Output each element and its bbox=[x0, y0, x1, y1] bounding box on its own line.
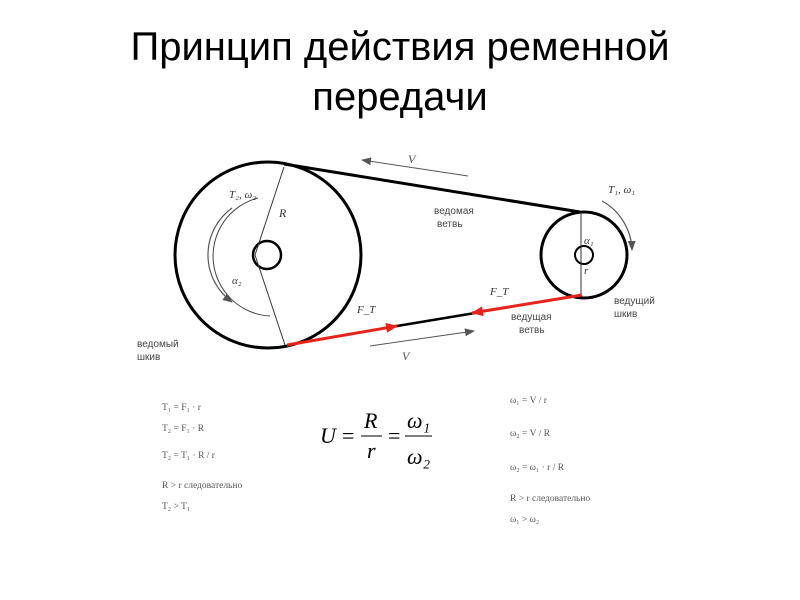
big-pulley-torque-arc bbox=[207, 207, 233, 303]
ratio-num-2: ω₁ bbox=[407, 408, 430, 433]
formula-right-3: ω₂ = ω₁ · r / R bbox=[510, 463, 565, 473]
title-line-2: передачи bbox=[312, 75, 488, 119]
velocity-bottom-label: V bbox=[402, 349, 411, 363]
ratio-lhs: U bbox=[320, 423, 338, 448]
big-pulley-caption-2: шкив bbox=[137, 352, 160, 363]
formulas-left: T₁ = F₁ · r T₂ = F₁ · R T₂ = T₁ · R / r … bbox=[162, 403, 242, 512]
force-right-label: F_T bbox=[489, 286, 509, 298]
gear-ratio-formula: U = R r = ω₁ ω₂ bbox=[320, 408, 432, 469]
big-pulley-angle-label: α₂ bbox=[232, 275, 242, 287]
slack-branch-label-2: ветвь bbox=[437, 219, 463, 230]
tight-branch-belt-left bbox=[286, 322, 398, 347]
velocity-arrow-bottom bbox=[369, 328, 475, 347]
ratio-num-1: R bbox=[363, 408, 378, 433]
small-pulley-caption-2: шкив bbox=[614, 309, 637, 320]
big-pulley-radius bbox=[254, 166, 285, 256]
small-pulley-caption-1: ведущий bbox=[614, 296, 655, 307]
small-pulley-torque-label: T₁, ω₁ bbox=[608, 184, 635, 196]
tight-branch-belt-right bbox=[471, 293, 583, 317]
ratio-den-1: r bbox=[367, 438, 376, 463]
title-line-1: Принцип действия ременной bbox=[130, 25, 670, 69]
formula-left-2: T₂ = F₁ · R bbox=[162, 424, 205, 434]
formulas-right: ω₁ = V / r ω₂ = V / R ω₂ = ω₁ · r / R R … bbox=[510, 396, 590, 525]
formula-left-4: R > r следовательно bbox=[162, 481, 242, 491]
small-pulley-torque-arc bbox=[601, 200, 636, 251]
big-pulley-radius-2 bbox=[254, 254, 286, 346]
formula-right-4: R > r следовательно bbox=[510, 494, 590, 504]
formula-right-5: ω₁ > ω₂ bbox=[510, 515, 539, 525]
tight-branch-label-1: ведущая bbox=[511, 312, 552, 323]
ratio-den-2: ω₂ bbox=[407, 444, 431, 469]
slack-branch-belt bbox=[283, 162, 581, 214]
slack-branch-label-1: ведомая bbox=[434, 206, 474, 217]
ratio-eq-2: = bbox=[388, 423, 400, 448]
big-pulley-caption-1: ведомый bbox=[137, 339, 179, 350]
small-pulley-hub bbox=[574, 245, 594, 265]
formula-left-5: T₂ > T₁ bbox=[162, 502, 190, 512]
tight-branch-belt-mid bbox=[396, 311, 476, 328]
velocity-top-label: V bbox=[408, 152, 417, 166]
velocity-arrow-top bbox=[361, 157, 469, 177]
big-pulley-hub bbox=[251, 239, 283, 271]
big-pulley-angle-arc bbox=[212, 197, 271, 317]
small-pulley-angle-label: α₁ bbox=[584, 235, 594, 247]
page-title: Принцип действия ременной передачи bbox=[0, 22, 800, 122]
tight-branch-label-2: ветвь bbox=[519, 325, 545, 336]
small-pulley-radius-label: r bbox=[584, 265, 589, 277]
formula-left-3: T₂ = T₁ · R / r bbox=[162, 451, 216, 461]
ratio-eq-1: = bbox=[342, 423, 354, 448]
force-left-label: F_T bbox=[356, 304, 376, 316]
small-pulley bbox=[539, 210, 629, 300]
formula-right-2: ω₂ = V / R bbox=[510, 429, 551, 439]
big-pulley-radius-label: R bbox=[278, 206, 287, 220]
big-pulley-torque-label: T₂, ω₂ bbox=[229, 189, 256, 201]
big-pulley bbox=[173, 160, 363, 350]
formula-left-1: T₁ = F₁ · r bbox=[162, 403, 202, 413]
formula-right-1: ω₁ = V / r bbox=[510, 396, 548, 406]
